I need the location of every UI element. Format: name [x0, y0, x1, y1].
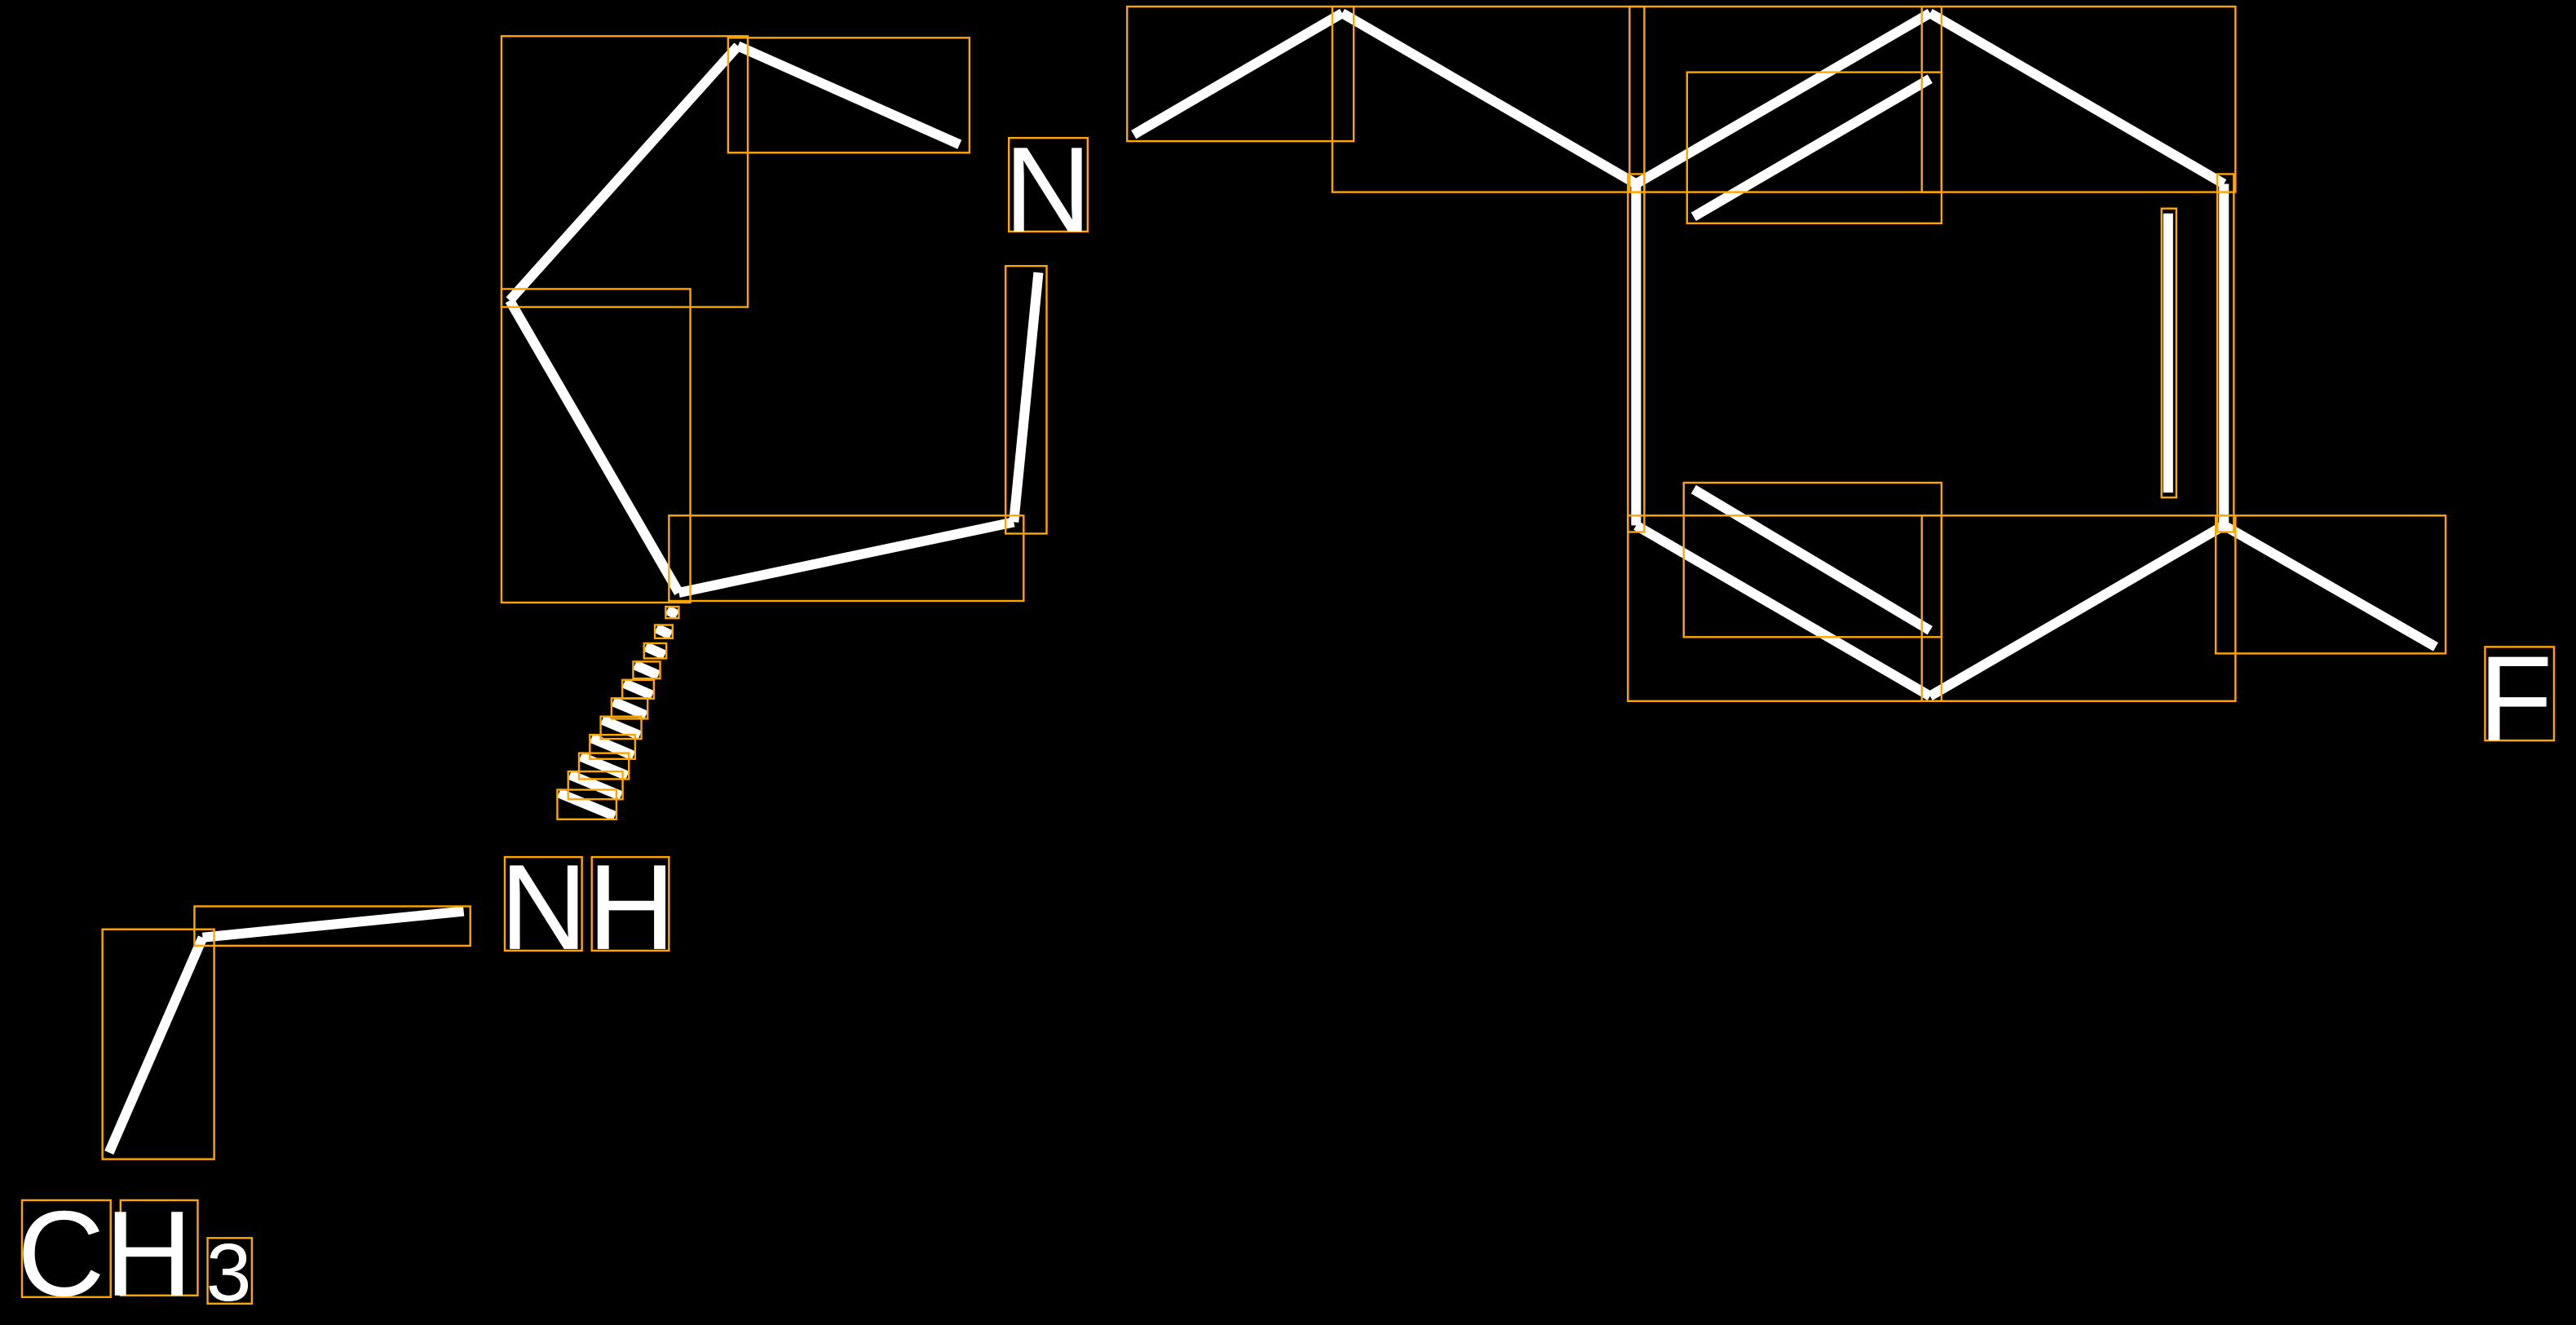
bond: [678, 517, 1015, 598]
bond: [1633, 8, 1933, 188]
atom-label-f: F: [2478, 630, 2552, 766]
bond: [1009, 272, 1044, 523]
atom-box: [1007, 136, 1089, 233]
wedge-hash-box: [567, 770, 624, 801]
wedge-hash: [633, 660, 661, 680]
bounding-box: [1920, 5, 2237, 193]
wedge-hash-box: [577, 752, 630, 780]
bounding-box: [500, 35, 749, 308]
atom-box: [20, 1199, 112, 1298]
bond: [1927, 8, 2227, 188]
atom-labels: N NH CH 3 F: [17, 121, 2552, 1322]
atom-label-nh: NH: [500, 839, 675, 975]
atom-box: [206, 1237, 254, 1305]
wedge-hash-box: [610, 697, 649, 720]
wedge-hash-box: [599, 715, 643, 740]
bond: [506, 42, 742, 304]
bond: [505, 298, 683, 595]
wedge-hash-box: [643, 642, 668, 660]
atom-box: [2484, 646, 2556, 742]
bounding-box: [1920, 515, 2237, 703]
bounding-box: [727, 37, 971, 154]
wedge-hash-box: [589, 733, 637, 761]
wedge-boxes: [556, 605, 680, 821]
bounding-box: [668, 515, 1025, 603]
bond: [736, 41, 962, 149]
bond: [1927, 521, 2227, 701]
bounding-box: [1331, 5, 1646, 193]
bond: [1633, 521, 1933, 701]
bounding-box: [1686, 71, 1943, 225]
bounding-boxes: [20, 5, 2556, 1305]
bounding-box: [2216, 173, 2235, 533]
wedge-hash: [578, 752, 630, 781]
bonds: [104, 8, 2439, 1155]
wedge-hash: [600, 715, 642, 740]
bond: [2221, 521, 2439, 651]
atom-box: [503, 855, 583, 952]
wedge-hash: [654, 624, 674, 640]
bounding-box: [2160, 207, 2178, 499]
wedge-hash-box: [653, 624, 674, 640]
bounding-box: [193, 905, 471, 947]
wedge-hash: [621, 678, 655, 700]
bond: [201, 906, 465, 943]
bounding-box: [1125, 5, 1355, 143]
bounding-box: [101, 928, 215, 1160]
bounding-box: [1627, 173, 1646, 533]
wedge-hash: [665, 605, 680, 620]
atom-box: [119, 1199, 199, 1296]
bounding-box: [1004, 265, 1048, 535]
double-bond-inner: [1690, 484, 1933, 635]
wedge-hash: [611, 696, 648, 720]
atom-box: [590, 855, 670, 952]
wedge-hash-box: [665, 605, 680, 620]
bounding-box: [500, 288, 691, 604]
bond: [1339, 8, 1639, 188]
double-bond-inner: [1690, 74, 1933, 222]
atom-label-ch: CH: [17, 1186, 192, 1322]
bounding-box: [2214, 515, 2447, 655]
bond: [104, 935, 208, 1155]
atom-label-subscript: 3: [206, 1227, 252, 1318]
bounding-box: [1682, 481, 1943, 638]
atom-label-n: N: [1004, 121, 1092, 258]
wedge-hash-box: [556, 788, 618, 821]
hashed-wedge-bond: [557, 605, 680, 821]
wedge-hash: [643, 642, 667, 660]
wedge-hash-box: [632, 660, 661, 680]
bond: [1131, 8, 1345, 139]
wedge-hash: [568, 770, 623, 801]
